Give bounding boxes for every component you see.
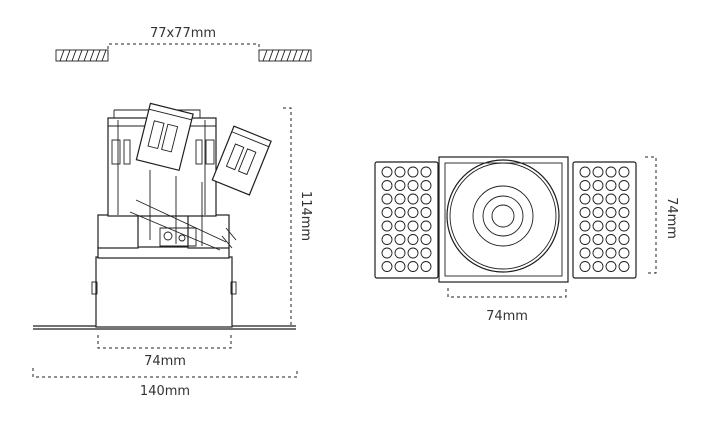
top-width-label: 74mm [486,309,528,324]
spring-hole [407,220,419,232]
spring-hole [420,207,432,218]
spring-hole [579,193,591,205]
top-view [374,156,637,283]
spring-hole [420,220,432,232]
spring-hole [381,234,393,245]
spring-hole [381,220,393,232]
spring-hole [579,234,591,245]
spring-hole [618,193,630,205]
spring-hole [394,193,406,205]
spring-hole [605,261,617,272]
spring-hole [407,166,419,178]
right-spring-holes [579,166,630,272]
spring-hole [618,207,630,218]
spring-hole [381,193,393,205]
spring-hole [618,247,630,259]
spring-hole [605,234,617,245]
spring-hole [579,247,591,259]
spring-hole [420,261,432,272]
spring-hole [592,261,604,272]
top-depth-label: 74mm [664,197,679,239]
front-width-label: 74mm [144,354,186,369]
spring-hole [381,166,393,178]
flange-width-dimension-line [32,368,298,378]
spring-hole [605,247,617,259]
spring-hole [407,247,419,259]
left-spring-holes [381,166,432,272]
spring-hole [407,261,419,272]
spring-hole [592,234,604,245]
spring-hole [420,234,432,245]
spring-hole [618,166,630,178]
spring-hole [592,180,604,191]
spring-hole [394,234,406,245]
spring-hole [407,207,419,218]
spring-hole [579,166,591,178]
spring-hole [420,166,432,178]
spring-hole [579,180,591,191]
height-label: 114mm [298,191,313,241]
spring-hole [618,180,630,191]
spring-hole [394,180,406,191]
spring-hole [605,207,617,218]
flange-width-label: 140mm [140,384,190,399]
spring-hole [605,220,617,232]
spring-hole [407,193,419,205]
spring-hole [618,234,630,245]
spring-hole [381,180,393,191]
top-depth-dimension-line [645,156,657,274]
spring-hole [579,220,591,232]
spring-hole [618,261,630,272]
spring-hole [605,193,617,205]
spring-hole [381,207,393,218]
spring-hole [394,247,406,259]
spring-hole [592,207,604,218]
cutout-label: 77x77mm [150,26,216,41]
front-width-dimension-line [97,335,232,349]
spring-hole [605,180,617,191]
spring-hole [381,261,393,272]
cutout-hatch-right [258,49,312,62]
spring-hole [420,180,432,191]
spring-hole [394,261,406,272]
spring-hole [592,193,604,205]
height-dimension-line [283,107,292,327]
spring-hole [407,234,419,245]
cutout-dimension-line [107,43,260,55]
spring-hole [420,193,432,205]
side-view [33,102,296,330]
spring-hole [592,220,604,232]
spring-hole [618,220,630,232]
spring-hole [605,166,617,178]
spring-hole [394,166,406,178]
spring-hole [592,247,604,259]
spring-hole [579,261,591,272]
spring-hole [407,180,419,191]
cutout-hatch-left [55,49,109,62]
spring-hole [394,220,406,232]
spring-hole [420,247,432,259]
spring-hole [592,166,604,178]
spring-hole [579,207,591,218]
spring-hole [381,247,393,259]
top-width-dimension-line [447,288,567,298]
spring-hole [394,207,406,218]
